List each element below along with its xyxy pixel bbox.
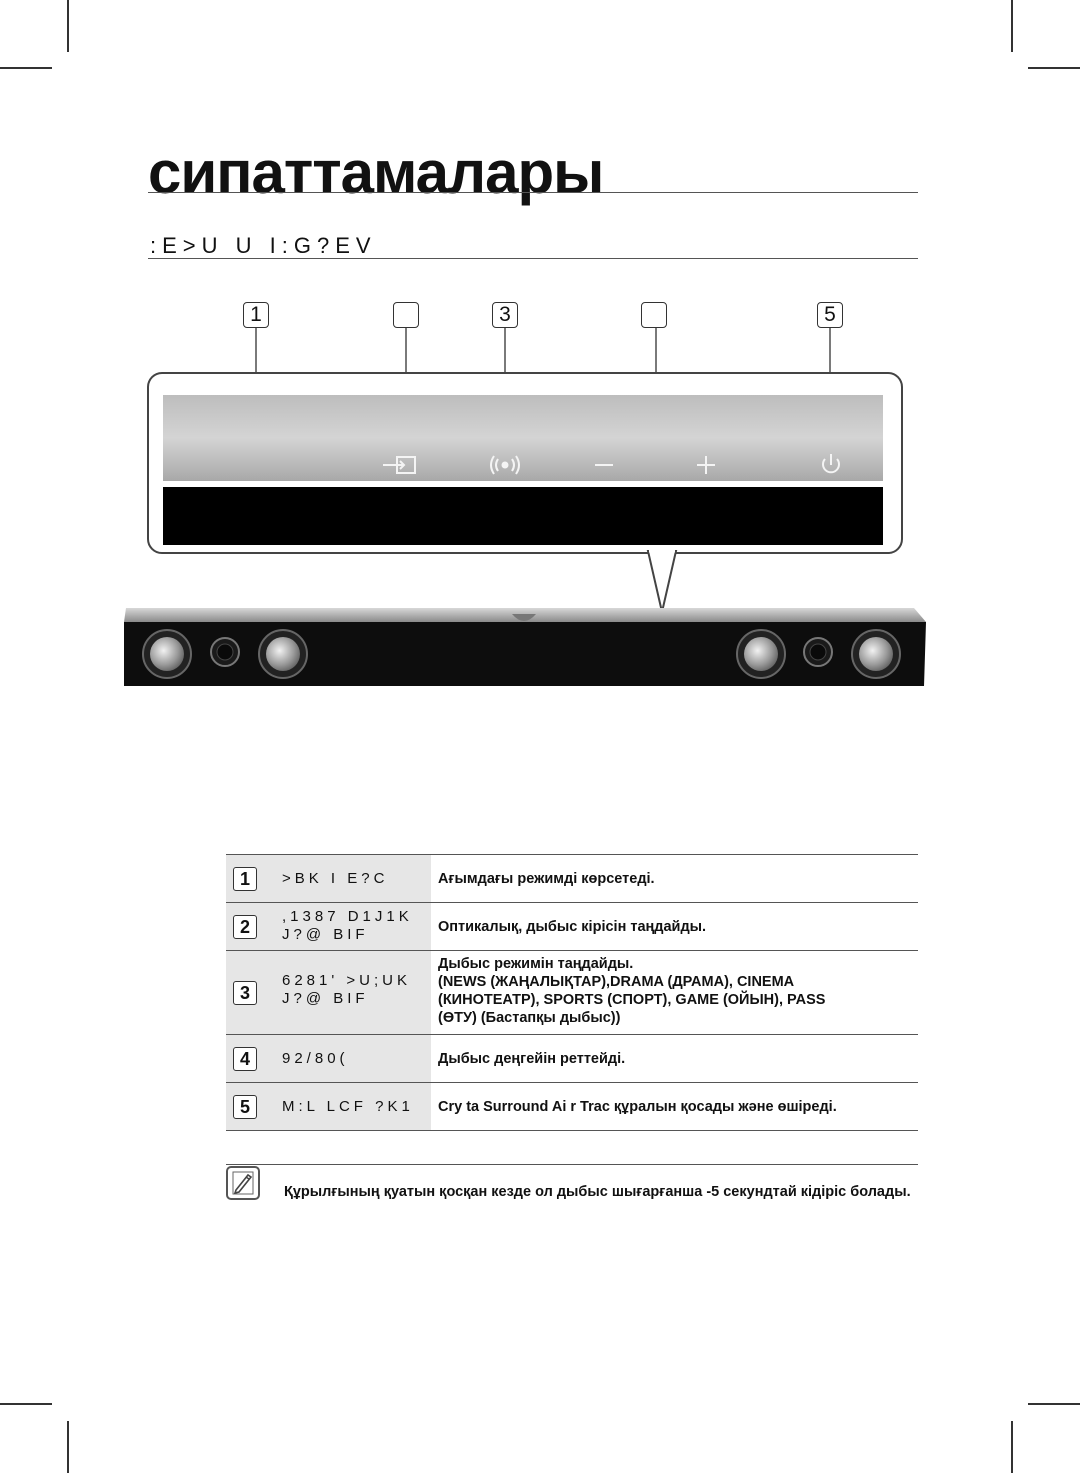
- note-text: Құрылғының қуатын қосқан кезде ол дыбыс …: [284, 1184, 911, 1200]
- zoom-pointer: [646, 550, 678, 613]
- row-number: 1: [233, 867, 257, 891]
- callout-4: [641, 302, 667, 328]
- section-subtitle: :E>U U I:G?EV: [150, 233, 377, 258]
- table-row: 1 >BK I E?C Ағымдағы режимді көрсетеді.: [226, 854, 918, 902]
- control-description: Дыбыс режимін таңдайды. (NEWS (ЖАҢАЛЫҚТА…: [438, 956, 826, 1026]
- speaker-driver: [258, 629, 308, 679]
- control-name: M:L LCF ?K1: [282, 1098, 414, 1115]
- row-number: 2: [233, 915, 257, 939]
- speaker-tweeter: [210, 637, 240, 667]
- soundbar-body: [124, 608, 926, 686]
- crop-mark: [0, 67, 52, 69]
- volume-up-icon: [697, 456, 715, 474]
- callout-5: 5: [817, 302, 843, 328]
- table-row: 3 6281' >U;UK J?@ BIF Дыбыс режимін таңд…: [226, 950, 918, 1034]
- row-number: 5: [233, 1095, 257, 1119]
- crop-mark: [67, 0, 69, 52]
- control-name: 92/80(: [282, 1050, 349, 1067]
- crop-mark: [1028, 67, 1080, 69]
- note-pencil-icon: [226, 1166, 260, 1200]
- sound-mode-icon: [490, 455, 520, 475]
- crop-mark: [67, 1421, 69, 1473]
- table-row: 4 92/80( Дыбыс деңгейін реттейді.: [226, 1034, 918, 1082]
- callout-2: [393, 302, 419, 328]
- control-description: Оптикалық, дыбыс кірісін таңдайды.: [438, 919, 707, 935]
- control-description: Дыбыс деңгейін реттейді.: [438, 1051, 626, 1067]
- table-row: 5 M:L LCF ?K1 Cry ta Surround Ai r Trac …: [226, 1082, 918, 1131]
- speaker-driver: [736, 629, 786, 679]
- power-icon: [822, 454, 840, 474]
- speaker-driver: [142, 629, 192, 679]
- controls-table: 1 >BK I E?C Ағымдағы режимді көрсетеді. …: [226, 854, 918, 1131]
- title-divider: [148, 192, 918, 193]
- control-description: Cry ta Surround Ai r Trac құралын қосады…: [438, 1099, 837, 1115]
- page-title: сипаттамалары: [148, 139, 604, 206]
- control-strip: [163, 395, 883, 481]
- speaker-tweeter: [803, 637, 833, 667]
- crop-mark: [1011, 1421, 1013, 1473]
- display-window: [163, 487, 883, 545]
- note-divider: [226, 1164, 918, 1165]
- subtitle-divider: [148, 258, 918, 259]
- control-name: 6281' >U;UK J?@ BIF: [282, 972, 411, 1007]
- callout-3: 3: [492, 302, 518, 328]
- row-number: 3: [233, 981, 257, 1005]
- control-name: ,1387 D1J1K J?@ BIF: [282, 908, 413, 943]
- input-icon: [383, 456, 416, 474]
- row-number: 4: [233, 1047, 257, 1071]
- callout-1: 1: [243, 302, 269, 328]
- speaker-driver: [851, 629, 901, 679]
- table-row: 2 ,1387 D1J1K J?@ BIF Оптикалық, дыбыс к…: [226, 902, 918, 950]
- control-name: >BK I E?C: [282, 870, 389, 887]
- crop-mark: [0, 1403, 52, 1405]
- crop-mark: [1028, 1403, 1080, 1405]
- crop-mark: [1011, 0, 1013, 52]
- soundbar-illustration: [124, 328, 926, 686]
- control-description: Ағымдағы режимді көрсетеді.: [438, 871, 655, 887]
